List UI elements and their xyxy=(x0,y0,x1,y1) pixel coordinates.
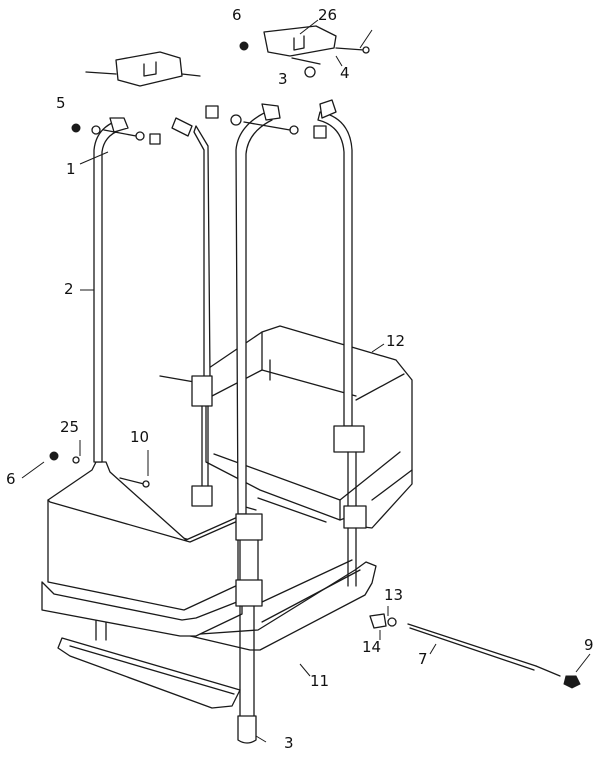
callout-7: 7 xyxy=(418,650,428,668)
left-front-upright xyxy=(93,117,129,463)
callout-6-left: 6 xyxy=(6,470,16,488)
rear-left-upright xyxy=(171,117,213,507)
callout-11: 11 xyxy=(310,672,330,690)
callout-13: 13 xyxy=(384,586,404,604)
callout-5: 5 xyxy=(56,94,66,112)
top-left-clamp xyxy=(85,51,201,87)
top-left-hardware xyxy=(71,123,161,145)
callout-3-bottom: 3 xyxy=(284,734,294,752)
top-center-hardware xyxy=(205,105,327,139)
callout-25: 25 xyxy=(60,418,80,436)
callout-3-top: 3 xyxy=(278,70,288,88)
top-right-clamp xyxy=(239,25,370,78)
right-upright xyxy=(317,99,367,587)
callout-4: 4 xyxy=(340,64,350,82)
callout-12: 12 xyxy=(386,332,406,350)
axle-hardware xyxy=(369,613,581,689)
callout-26: 26 xyxy=(318,6,338,24)
callout-10: 10 xyxy=(130,428,150,446)
leader-lines xyxy=(21,19,591,743)
callout-6-top: 6 xyxy=(232,6,242,24)
center-upright xyxy=(235,103,281,744)
callout-14: 14 xyxy=(362,638,382,656)
base-runner xyxy=(57,637,241,709)
callout-2: 2 xyxy=(64,280,74,298)
seat-bolt-hardware xyxy=(49,451,150,488)
callout-1: 1 xyxy=(66,160,76,178)
front-seat-frame xyxy=(41,461,243,637)
callout-9: 9 xyxy=(584,636,594,654)
bottom-frame xyxy=(95,559,377,651)
rear-seat-frame xyxy=(159,325,413,529)
